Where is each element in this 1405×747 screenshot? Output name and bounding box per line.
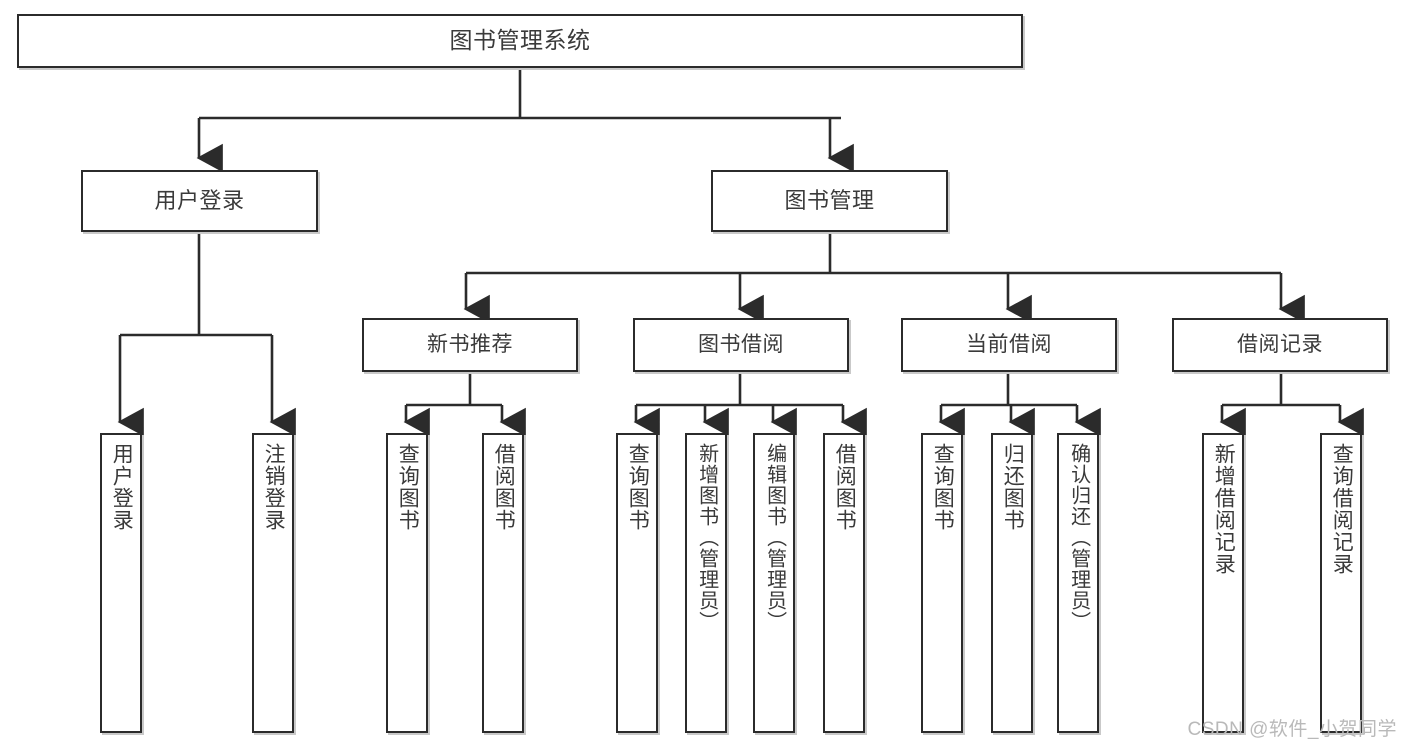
node-label: 用户登录	[110, 443, 134, 531]
leaf-borrow-book[interactable]: 借阅图书	[823, 433, 865, 733]
node-new-book-recommend[interactable]: 新书推荐	[362, 318, 578, 372]
leaf-add-borrow-record[interactable]: 新增借阅记录	[1202, 433, 1244, 733]
csdn-watermark: CSDN @软件_小贺同学	[1187, 719, 1397, 740]
node-label: 确认归还（管理员）	[1067, 443, 1090, 632]
leaf-confirm-return-admin[interactable]: 确认归还（管理员）	[1057, 433, 1099, 733]
node-label: 图书借阅	[698, 332, 784, 356]
node-label: 归还图书	[1001, 443, 1025, 531]
node-book-management[interactable]: 图书管理	[711, 170, 948, 232]
node-label: 新书推荐	[427, 332, 513, 356]
node-label: 新增借阅记录	[1212, 443, 1236, 575]
node-label: 新增图书（管理员）	[695, 443, 718, 632]
leaf-user-login[interactable]: 用户登录	[100, 433, 142, 733]
leaf-logout[interactable]: 注销登录	[252, 433, 294, 733]
node-borrow-record[interactable]: 借阅记录	[1172, 318, 1388, 372]
leaf-return-book[interactable]: 归还图书	[991, 433, 1033, 733]
leaf-query-book[interactable]: 查询图书	[616, 433, 658, 733]
leaf-query-book-current[interactable]: 查询图书	[921, 433, 963, 733]
node-label: 借阅记录	[1237, 332, 1323, 356]
node-label: 注销登录	[262, 443, 286, 531]
node-label: 编辑图书（管理员）	[763, 443, 786, 632]
leaf-borrow-book-new[interactable]: 借阅图书	[482, 433, 524, 733]
node-label: 当前借阅	[966, 332, 1052, 356]
node-label: 用户登录	[154, 188, 245, 214]
node-root-system[interactable]: 图书管理系统	[17, 14, 1023, 68]
node-label: 借阅图书	[833, 443, 857, 531]
node-label: 查询图书	[396, 443, 420, 531]
node-label: 图书管理	[784, 188, 875, 214]
node-user-login[interactable]: 用户登录	[81, 170, 318, 232]
leaf-query-borrow-record[interactable]: 查询借阅记录	[1320, 433, 1362, 733]
node-label: 查询图书	[931, 443, 955, 531]
node-label: 查询图书	[626, 443, 650, 531]
node-label: 图书管理系统	[449, 27, 591, 54]
node-label: 借阅图书	[492, 443, 516, 531]
leaf-add-book-admin[interactable]: 新增图书（管理员）	[685, 433, 727, 733]
node-label: 查询借阅记录	[1330, 443, 1354, 575]
node-current-borrow[interactable]: 当前借阅	[901, 318, 1117, 372]
leaf-query-book-new[interactable]: 查询图书	[386, 433, 428, 733]
node-book-borrow[interactable]: 图书借阅	[633, 318, 849, 372]
leaf-edit-book-admin[interactable]: 编辑图书（管理员）	[753, 433, 795, 733]
